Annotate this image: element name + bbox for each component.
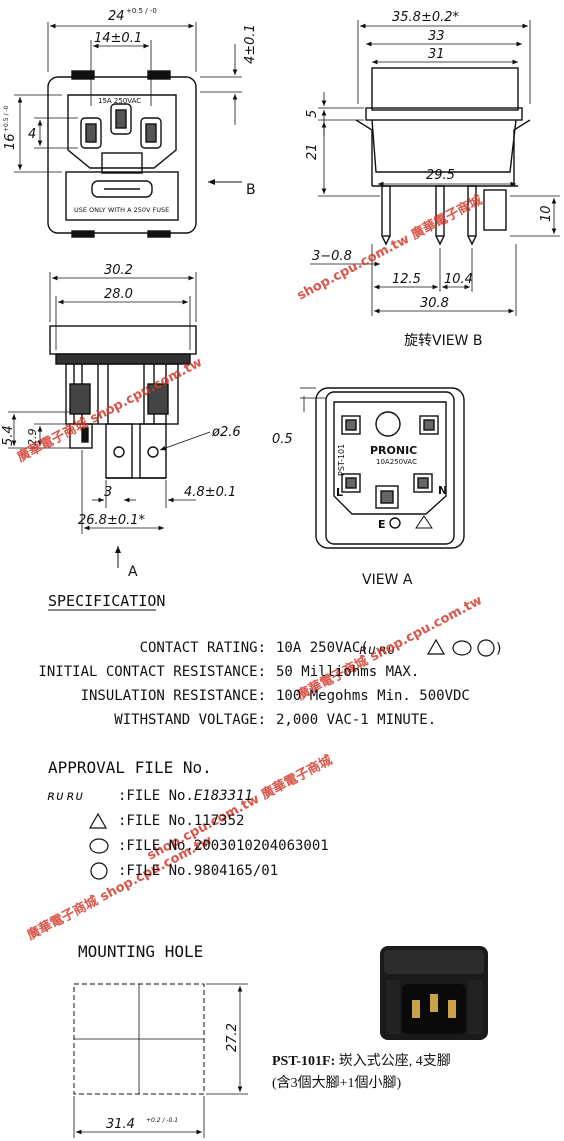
pin-l-label: L [336,486,343,499]
dim-2-9: 2.9 [26,429,39,447]
file-number: 117352 [193,813,245,829]
fuse-icon [91,180,153,198]
spec-label-contact-resistance: INITIAL CONTACT RESISTANCE: [38,664,266,680]
spec-label-contact-rating: CONTACT RATING: [139,640,266,656]
spec-label-insulation-resistance: INSULATION RESISTANCE: [80,688,266,704]
dim-3: 3 [104,485,112,500]
front-view-body [47,76,197,234]
approval-file-ccc: :FILE No.2003010204063001 [118,838,329,854]
view-a [300,387,465,549]
approval-file-s: :FILE No.9804165/01 [118,863,278,879]
dim-5: 5 [305,110,320,118]
dim-10: 10 [539,205,554,222]
svg-text:): ) [496,641,501,657]
dim-top-offset: 4±0.1 [243,24,258,64]
product-photo [372,940,494,1044]
terminal-left [105,423,133,479]
file-prefix: :FILE No. [118,788,194,804]
file-prefix: :FILE No. [118,863,194,879]
terminal-right [139,423,167,479]
view-a-rating: 10A250VAC [376,458,417,466]
arrow-label-b: B [246,182,256,198]
approval-file-vde: :FILE No.117352 [118,813,244,829]
svg-text:ʀᴜ ʀᴜ: ʀᴜ ʀᴜ [47,789,83,804]
pin-right [140,117,162,149]
dim-4-8: 4.8±0.1 [184,485,236,500]
arrow-label-a: A [128,564,138,580]
dim-30-2: 30.2 [104,263,133,278]
pin-left [80,117,102,149]
mounting-hole-heading: MOUNTING HOLE [78,942,204,961]
dim-5-4: 5.4 [1,425,16,446]
file-number: 2003010204063001 [193,838,329,854]
view-a-brand: PRONIC [370,444,417,457]
mounting-dim-height: 27.2 [225,1023,240,1052]
dim-31: 31 [428,47,445,62]
approval-heading: APPROVAL FILE No. [48,758,212,777]
dim-28-0: 28.0 [104,287,133,302]
dim-small: 4 [28,127,36,142]
approval-marks: ʀᴜ ʀᴜ [47,789,109,880]
product-desc-line1: 崁入式公座, 4支腳 [338,1054,451,1069]
flange [365,107,523,121]
specification-heading: SPECIFICATION [48,592,166,610]
dim-hole: ø2.6 [211,425,241,440]
file-number: 9804165/01 [193,863,279,879]
latch-side [483,189,507,231]
dim-width: 24 [108,9,125,24]
file-prefix: :FILE No. [118,838,194,854]
product-caption-line2: (含3個大腳+1個小腳) [272,1076,402,1091]
dim-21: 21 [305,143,320,160]
dim-29-5: 29.5 [426,168,455,183]
label-fuse: USE ONLY WITH A 250V FUSE [74,206,169,214]
spec-value-withstand-voltage: 2,000 VAC-1 MINUTE. [276,712,437,728]
label-rating: 15A 250VAC [98,97,141,105]
approval-file-ul: :FILE No.E183311 [118,788,253,804]
watermark-layer: 廣華電子商城 shop.cpu.com.tw shop.cpu.com.tw 廣… [14,192,485,943]
spec-value-contact-resistance: 50 Milliohms MAX. [276,664,420,680]
dim-33: 33 [428,29,445,44]
dim-12-5: 12.5 [392,272,421,287]
mounting-dim-width: 31.4 [106,1117,135,1132]
dim-pin-pitch: 14±0.1 [94,31,142,46]
dim-3-0-8: 3−0.8 [312,249,352,264]
inlet-opening [67,94,177,169]
spec-label-withstand-voltage: WITHSTAND VOLTAGE: [114,712,266,728]
mounting-dim-width-tol: +0.2 / -0.1 [146,1117,178,1124]
mounting-hole [73,983,248,1138]
product-caption: PST-101F: 崁入式公座, 4支腳 [272,1050,451,1070]
fuse-drawer [65,171,179,221]
dim-10-4: 10.4 [444,272,473,287]
view-a-model: PST-101 [337,444,346,476]
pin-n-label: N [438,484,447,497]
dim-26-8: 26.8±0.1* [78,513,146,528]
svg-text:ʀᴜ ʀᴜ: ʀᴜ ʀᴜ [359,643,395,658]
file-prefix: :FILE No. [118,813,194,829]
view-b-caption: 旋转VIEW B [404,333,482,349]
dim-overall: 35.8±0.2* [392,10,460,25]
spec-value-contact-rating: 10A 250VAC( [276,640,369,656]
dim-height: 16 [3,133,18,150]
side-view-b [310,20,560,316]
dim-30-8: 30.8 [420,296,449,311]
dim-height-tol: +0.5 / -0 [3,105,10,132]
cert-marks: ʀᴜ ʀᴜ ) [359,638,501,658]
side-view [8,272,211,568]
view-a-caption: VIEW A [362,572,413,588]
dim-width-tol: +0.5 / -0 [126,7,157,15]
front-view [14,22,242,238]
product-model: PST-101F: [272,1054,336,1069]
file-number: E183311 [193,788,253,804]
pin-center [110,103,132,135]
dim-0-5: 0.5 [272,432,293,447]
watermark-1: 廣華電子商城 shop.cpu.com.tw [14,354,205,465]
pin-e-label: E [378,518,386,531]
spec-value-insulation-resistance: 100 Megohms Min. 500VDC [276,688,470,704]
